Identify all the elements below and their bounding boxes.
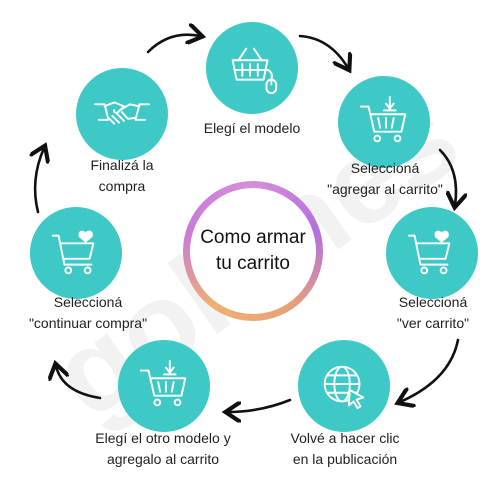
center-ring: Como armar tu carrito [183,181,323,321]
step-volve-clic-circle [298,340,390,432]
step-ver-carrito-circle [386,207,478,299]
arrow-otro-to-continuar [56,366,102,400]
step-volve-clic-label: Volvé a hacer clic en la publicación [270,428,420,470]
step-label-line: Seleccioná [398,294,468,310]
arrow-volve-to-otro [228,398,292,412]
handshake-icon [93,101,151,125]
step-otro-modelo-label: Elegí el otro modelo y agregalo al carri… [68,428,258,470]
step-finaliza-compra-label: Finalizá la compra [62,155,182,197]
step-agregar-carrito-label: Seleccioná "agregar al carrito" [305,158,465,200]
step-elegi-modelo-circle [206,22,298,114]
step-label-line: agregalo al carrito [106,451,220,467]
step-label-line: en la publicación [292,451,398,467]
arrow-continuar-to-finaliza [35,148,44,214]
globe-cursor-icon [323,365,365,410]
step-elegi-modelo-label: Elegí el modelo [187,118,317,139]
step-label-line: Seleccioná [350,160,420,176]
step-otro-modelo-circle [118,340,210,432]
arrow-elegi-to-agregar [298,34,348,68]
step-label-line: "agregar al carrito" [327,181,443,197]
cart-down-arrow-icon [139,359,187,407]
arrow-finaliza-to-elegi [146,35,200,54]
cart-down-arrow-icon [359,95,407,143]
step-label-line: Seleccioná [53,294,123,310]
step-label-line: Elegí el modelo [203,120,301,136]
step-agregar-carrito-circle [338,76,430,168]
cart-heart-icon [51,230,95,275]
center-title-line: Como armar [200,227,306,248]
cart-heart-icon [407,230,451,275]
arrow-ver-to-volve [400,338,460,402]
step-continuar-compra-circle [30,207,122,299]
step-ver-carrito-label: Seleccioná "ver carrito" [368,292,498,334]
step-label-line: Elegí el otro modelo y [95,430,231,446]
step-label-line: compra [98,178,146,194]
step-finaliza-compra-circle [76,68,168,160]
center-title: Como armar tu carrito [190,188,316,314]
step-label-line: Finalizá la [90,157,154,173]
step-label-line: "continuar compra" [28,315,148,331]
step-label-line: "ver carrito" [396,315,470,331]
center-title-line: tu carrito [216,253,290,274]
basket-mouse-icon [231,47,278,95]
step-label-line: Volvé a hacer clic [290,430,400,446]
step-continuar-compra-label: Seleccioná "continuar compra" [8,292,168,334]
